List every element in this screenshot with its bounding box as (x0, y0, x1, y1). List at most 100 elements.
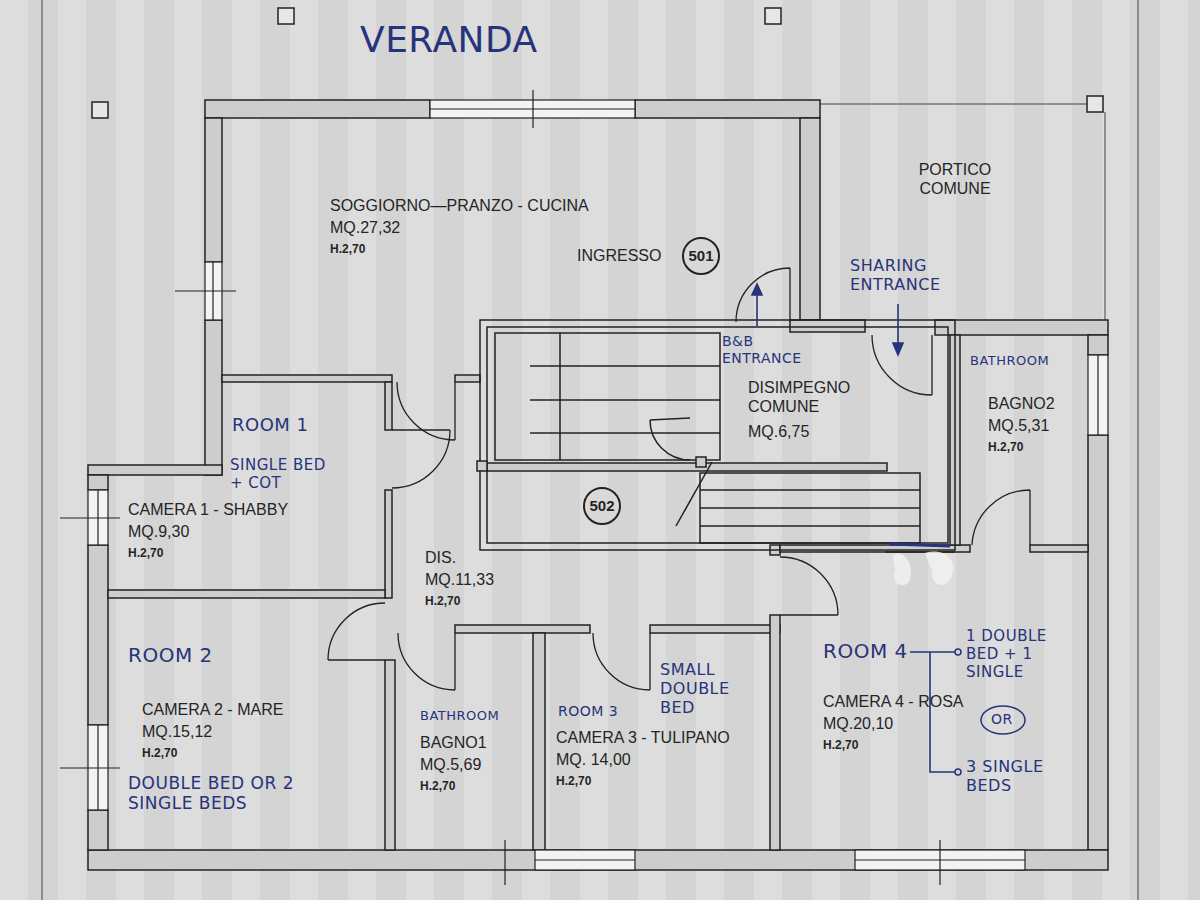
room-label: H.2,70 (330, 242, 365, 256)
text-slot: H.2,70 (823, 738, 858, 752)
room-label: BAGNO2 (988, 394, 1055, 413)
handwritten-note: ROOM 4 (823, 639, 908, 663)
text-slot: SHARING ENTRANCE (850, 256, 980, 294)
handwritten-note: 1 DOUBLE BED + 1 SINGLE (966, 627, 1084, 681)
room-area: ROOM 4 1 DOUBLE BED + 1 SINGLE OR 3 SINGLE … (780, 552, 1088, 850)
text-slot: H.2,70 (128, 546, 163, 560)
text-slot: SOGGIORNO—PRANZO - CUCINA (330, 196, 589, 215)
text-slot: H.2,70 (420, 779, 455, 793)
text-slot: CAMERA 2 - MARE (142, 700, 283, 719)
room-area: ROOM 3 SMALL DOUBLE BED CAMERA 3 - TULIPAN… (545, 633, 770, 850)
text-slot: MQ.15,12 (142, 722, 212, 741)
callout-circle: 502 (583, 487, 621, 525)
handwritten-note: ROOM 2 (128, 643, 213, 667)
room-label: BAGNO1 (420, 733, 487, 752)
room-area: ROOM 1 SINGLE BED + COT CAMERA 1 - SHABBY M… (108, 382, 385, 590)
room-label: MQ.9,30 (128, 522, 189, 541)
room-area: SOGGIORNO—PRANZO - CUCINA MQ.27,32H.2,70 I… (222, 118, 800, 375)
walls (88, 100, 1108, 870)
room-label: INGRESSO (577, 246, 661, 265)
room-label: CAMERA 3 - TULIPANO (556, 728, 730, 747)
text-slot: BATHROOM (420, 708, 499, 724)
text-slot: INGRESSO (577, 246, 661, 265)
door-swings (328, 268, 1030, 690)
handwritten-note: DOUBLE BED OR 2 SINGLE BEDS (128, 773, 328, 814)
handwritten-note: BATHROOM (420, 708, 499, 724)
room-area: ROOM 2 CAMERA 2 - MARE MQ.15,12H.2,70DOUBL… (108, 598, 385, 850)
text-slot: BATHROOM (970, 353, 1049, 369)
text-slot: MQ. 14,00 (556, 750, 631, 769)
room-area: DISIMPEGNO COMUNE MQ.6,75 (480, 320, 955, 465)
text-slot: DIS. (425, 548, 456, 567)
text-slot: MQ.11,33 (425, 570, 494, 589)
handwritten-label: VERANDA (360, 18, 538, 61)
text-slot: H.2,70 (988, 440, 1023, 454)
room-label: MQ.5,69 (420, 755, 481, 774)
text-slot: H.2,70 (330, 242, 365, 256)
room-area: DIS. MQ.11,33H.2,70 (392, 540, 770, 625)
text-slot: SINGLE BED + COT (230, 456, 342, 492)
callout-circle: 501 (682, 237, 720, 275)
text-slot: CAMERA 1 - SHABBY (128, 500, 288, 519)
text-slot: 3 SINGLE BEDS (966, 757, 1081, 795)
room-area: BATHROOMBAGNO2MQ.5,31H.2,70 (960, 335, 1088, 545)
room-area: BATHROOM BAGNO1MQ.5,69H.2,70 (395, 633, 533, 850)
handwritten-label: SHARING ENTRANCE (850, 256, 980, 294)
room-label: MQ.6,75 (748, 422, 809, 441)
handwritten-note: 3 SINGLE BEDS (966, 757, 1081, 795)
area-label: PORTICO COMUNE (900, 160, 1010, 198)
handwritten-note: ROOM 3 (558, 703, 618, 720)
room-label: H.2,70 (556, 774, 591, 788)
room-label: H.2,70 (425, 594, 460, 608)
room-label: CAMERA 1 - SHABBY (128, 500, 288, 519)
text-slot: H.2,70 (556, 774, 591, 788)
text-slot: BAGNO1 (420, 733, 487, 752)
text-slot: BAGNO2 (988, 394, 1055, 413)
room-label: H.2,70 (420, 779, 455, 793)
text-slot: CAMERA 3 - TULIPANO (556, 728, 730, 747)
text-slot: 1 DOUBLE BED + 1 SINGLE (966, 627, 1084, 681)
handwritten-note: SINGLE BED + COT (230, 456, 342, 492)
room-label: MQ. 14,00 (556, 750, 631, 769)
room-label: MQ.27,32 (330, 218, 400, 237)
room-label: SOGGIORNO—PRANZO - CUCINA (330, 196, 589, 215)
text-slot: ROOM 3 (558, 703, 618, 720)
text-slot: SMALL DOUBLE BED (660, 660, 740, 718)
site-lines (42, 0, 1138, 900)
room-label: CAMERA 4 - ROSA (823, 692, 963, 711)
text-slot: ROOM 4 (823, 639, 908, 663)
room-label: DISIMPEGNO COMUNE (748, 378, 868, 416)
handwritten-note: ROOM 1 (232, 414, 309, 436)
room-label: H.2,70 (988, 440, 1023, 454)
room-label: H.2,70 (823, 738, 858, 752)
text-slot: MQ.5,69 (420, 755, 481, 774)
text-slot: MQ.20,10 (823, 714, 893, 733)
pillars (92, 8, 1103, 118)
handwritten-note: BATHROOM (970, 353, 1049, 369)
text-slot: MQ.9,30 (128, 522, 189, 541)
text-slot: B&B ENTRANCE (722, 333, 817, 367)
room-label: H.2,70 (128, 546, 163, 560)
text-slot: MQ.27,32 (330, 218, 400, 237)
text-slot: H.2,70 (425, 594, 460, 608)
text-slot: H.2,70 (142, 746, 177, 760)
text-slot: OR (991, 711, 1013, 728)
text-slot: ROOM 1 (232, 414, 309, 436)
handwritten-note: OR (991, 711, 1013, 728)
text-slot: DISIMPEGNO COMUNE (748, 378, 868, 416)
text-slot: CAMERA 4 - ROSA (823, 692, 963, 711)
room-label: H.2,70 (142, 746, 177, 760)
room-label: MQ.11,33 (425, 570, 494, 589)
room-label: MQ.20,10 (823, 714, 893, 733)
handwritten-note: SMALL DOUBLE BED (660, 660, 740, 718)
text-slot: ROOM 2 (128, 643, 213, 667)
handwritten-label: B&B ENTRANCE (722, 333, 817, 367)
windows (60, 90, 1108, 885)
text-slot: MQ.6,75 (748, 422, 809, 441)
text-slot: DOUBLE BED OR 2 SINGLE BEDS (128, 773, 328, 814)
stair-block (477, 320, 955, 552)
room-label: DIS. (425, 548, 456, 567)
room-label: CAMERA 2 - MARE (142, 700, 283, 719)
text-slot: PORTICO COMUNE (900, 160, 1010, 198)
